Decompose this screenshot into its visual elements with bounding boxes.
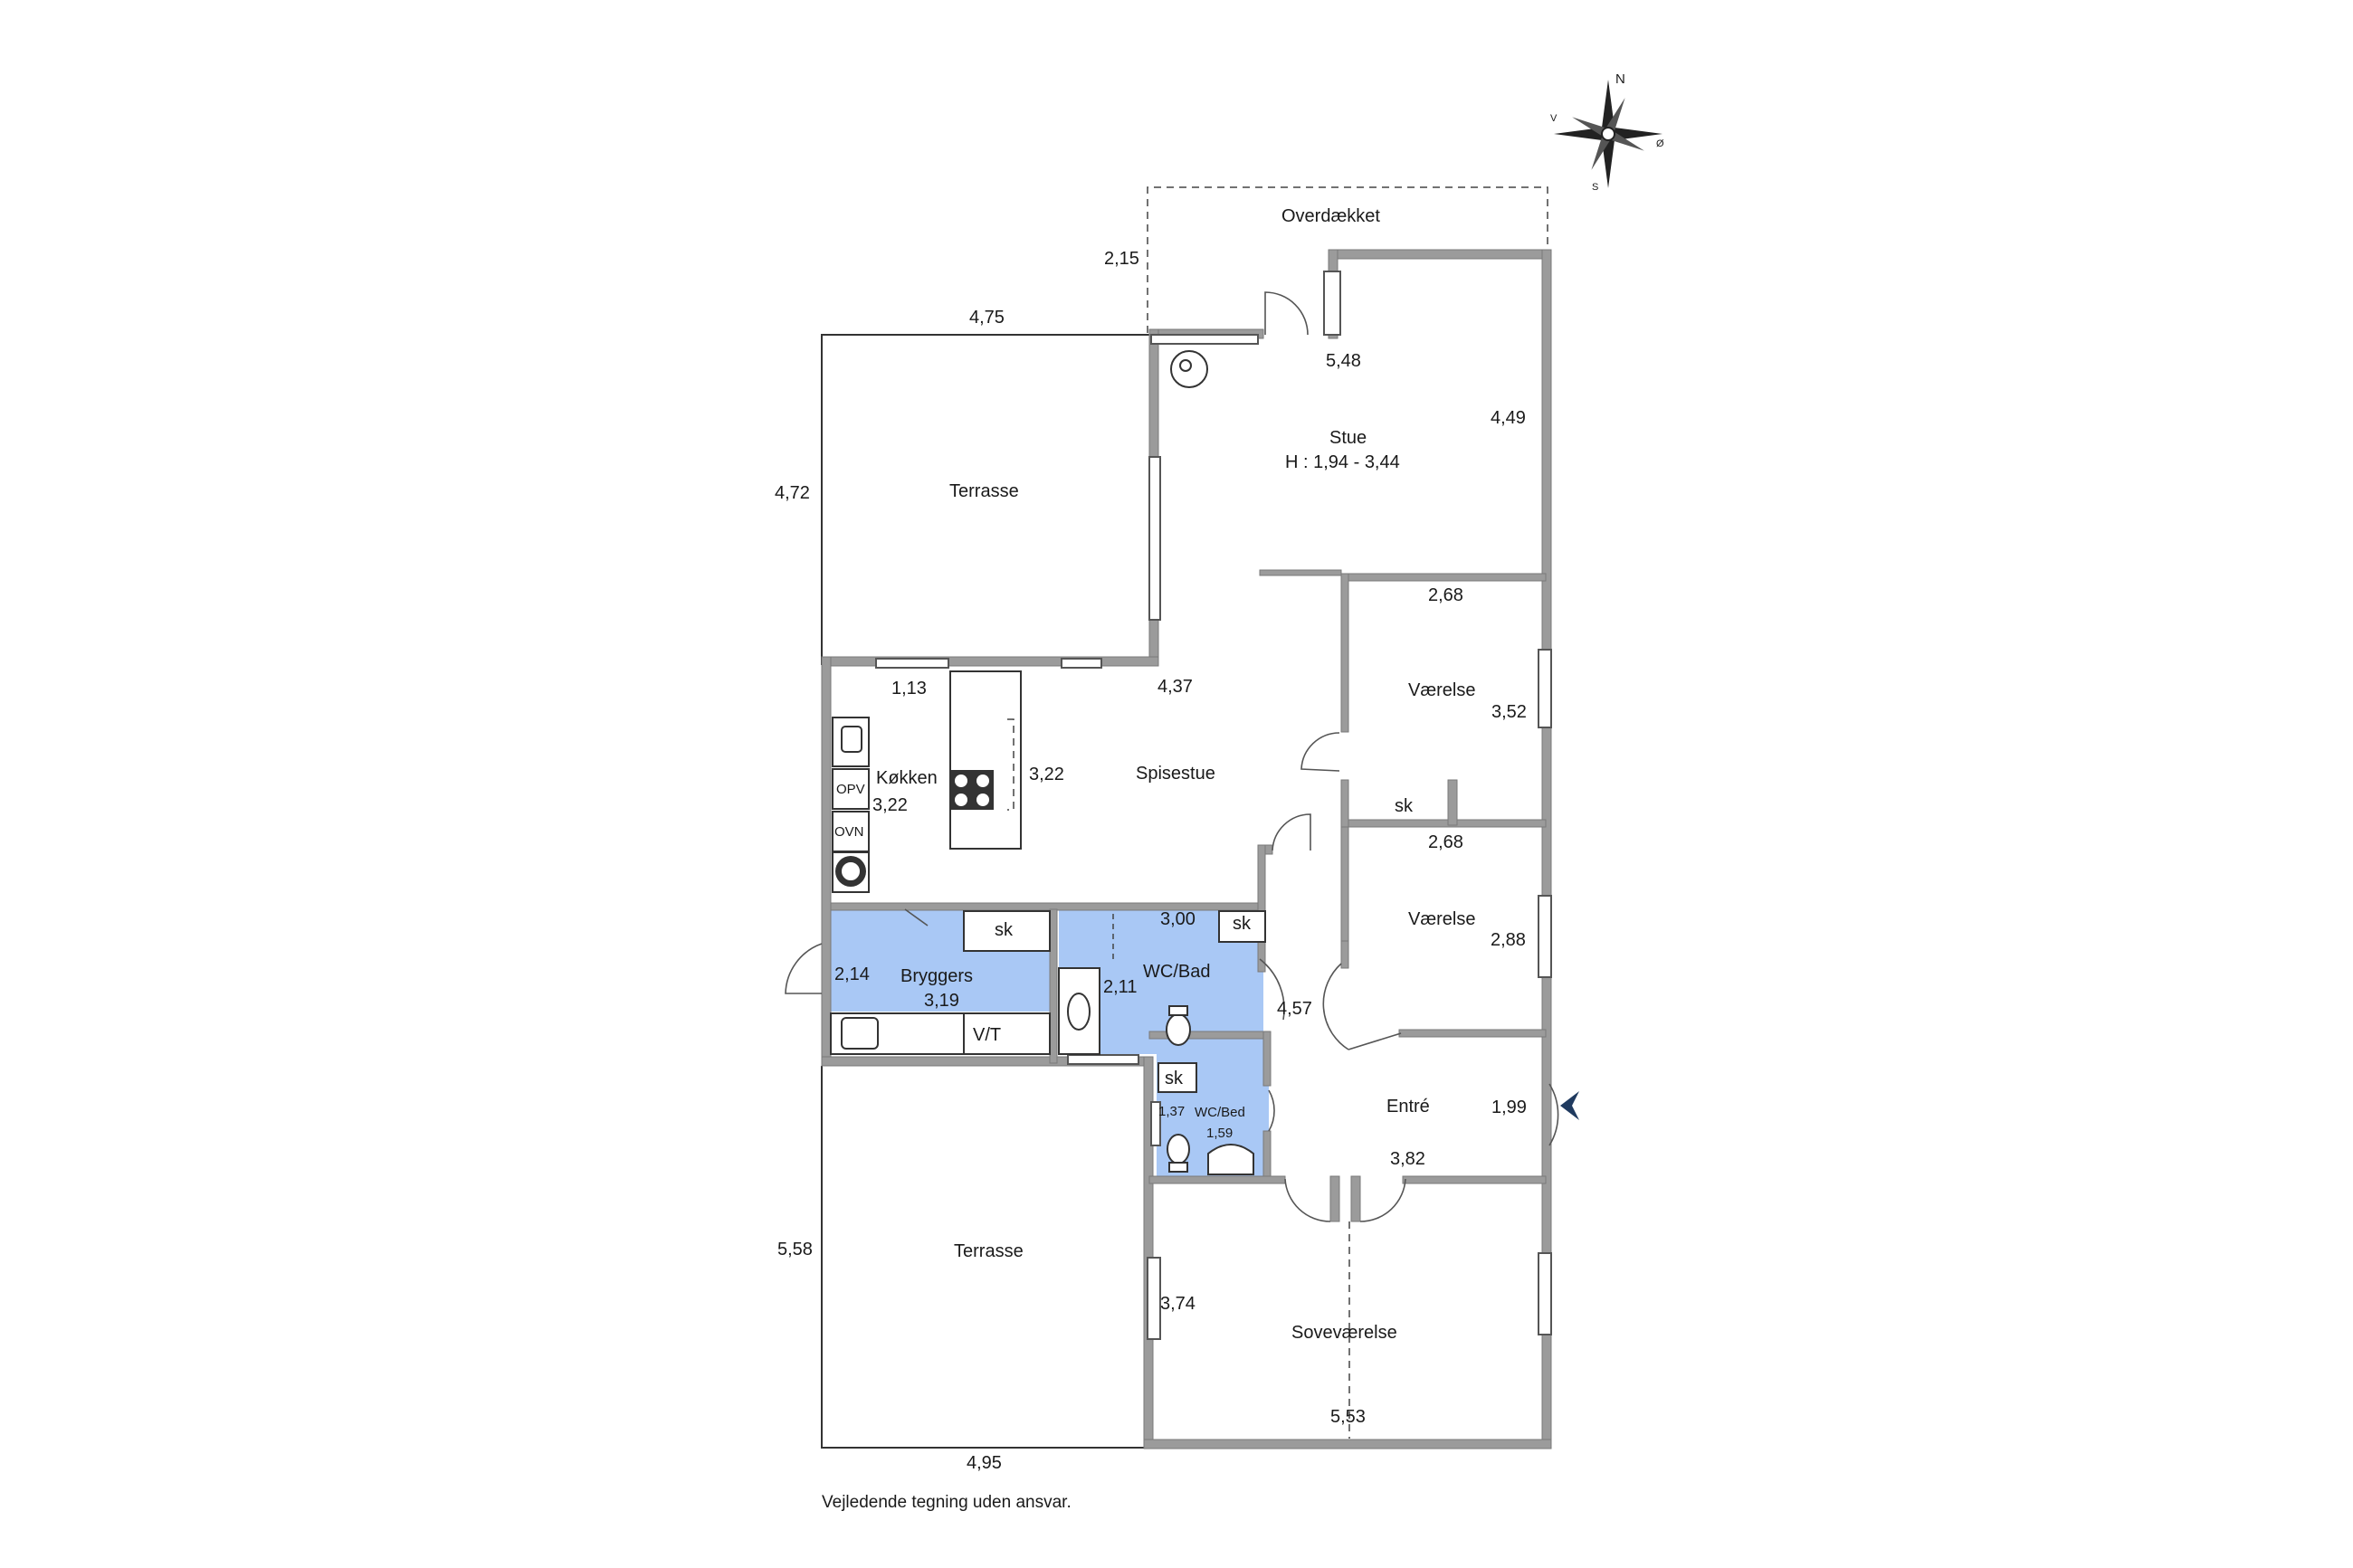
room-stue-height: H : 1,94 - 3,44 [1285,452,1400,472]
dim-4-57: 4,57 [1277,999,1312,1019]
room-kokken: Køkken [876,768,938,788]
dim-3-74: 3,74 [1160,1294,1196,1314]
overdaekket-outline [1147,186,1548,333]
dim-2-14: 2,14 [834,965,870,984]
dim-1-13: 1,13 [891,679,927,698]
compass-south: S [1592,182,1598,193]
dim-4-75: 4,75 [969,308,1005,328]
sk-label-3: sk [1233,914,1252,934]
room-terrasse-top: Terrasse [949,481,1019,501]
room-terrasse-bottom: Terrasse [954,1241,1024,1261]
room-bryggers: Bryggers [900,966,973,986]
label-vt: V/T [973,1025,1001,1045]
dim-3-22: 3,22 [1029,765,1064,784]
dim-2-88: 2,88 [1491,930,1526,950]
room-vaerelse-2: Værelse [1408,909,1475,929]
compass-north: N [1615,71,1625,87]
room-wcbed: WC/Bed [1195,1105,1245,1120]
kitchen-fixtures [832,350,1208,893]
room-sovevaerelse: Soveværelse [1291,1323,1397,1343]
dim-5-58: 5,58 [777,1240,813,1259]
room-labels: Overdækket Terrasse Stue H : 1,94 - 3,44… [834,206,1475,1343]
interior-walls [830,569,1547,1222]
doors [785,291,1559,1222]
entrance-arrow-icon [1560,1091,1579,1120]
dim-4-37: 4,37 [1157,677,1193,697]
dim-3-00: 3,00 [1160,909,1196,929]
room-kokken-dim: 3,22 [872,795,908,815]
dim-4-72: 4,72 [775,483,810,503]
compass-east: Ø [1656,138,1664,149]
compass-west: V [1550,113,1558,124]
room-entre: Entré [1386,1097,1430,1117]
compass-rose-icon: N S V Ø [1550,71,1664,193]
dim-1-99: 1,99 [1491,1098,1527,1117]
dimension-labels: 2,15 4,75 5,48 4,49 4,72 2,68 3,52 2,68 … [775,249,1527,1473]
disclaimer-text: Vejledende tegning uden ansvar. [822,1493,1072,1512]
windows [875,271,1552,1340]
dim-4-49: 4,49 [1491,408,1526,428]
bath-fixtures [830,910,1266,1175]
dim-2-68-a: 2,68 [1428,585,1463,605]
dim-2-15: 2,15 [1104,249,1139,269]
room-vaerelse-1: Værelse [1408,680,1475,700]
sk-label-2: sk [995,920,1014,940]
dim-3-82: 3,82 [1390,1149,1425,1169]
sk-label-1: sk [1395,796,1414,816]
terrace-top-outline [821,334,1149,665]
dim-5-53: 5,53 [1330,1407,1366,1427]
sk-label-4: sk [1165,1069,1184,1088]
room-stue: Stue [1329,428,1367,448]
dim-2-68-b: 2,68 [1428,832,1463,852]
label-opv: OPV [836,782,865,797]
dim-1-37: 1,37 [1158,1104,1185,1119]
room-bryggers-dim: 3,19 [924,991,959,1011]
label-ovn: OVN [834,824,864,840]
dim-5-48: 5,48 [1326,351,1361,371]
dim-4-95: 4,95 [967,1453,1002,1473]
room-overdaekket: Overdækket [1281,206,1380,226]
room-wcbed-dim: 1,59 [1206,1126,1233,1141]
dim-2-11: 2,11 [1103,977,1137,997]
dim-3-52: 3,52 [1491,702,1527,722]
room-spisestue: Spisestue [1136,764,1215,784]
terrace-bottom-outline [821,1066,1149,1449]
room-wcbad: WC/Bad [1143,962,1210,982]
